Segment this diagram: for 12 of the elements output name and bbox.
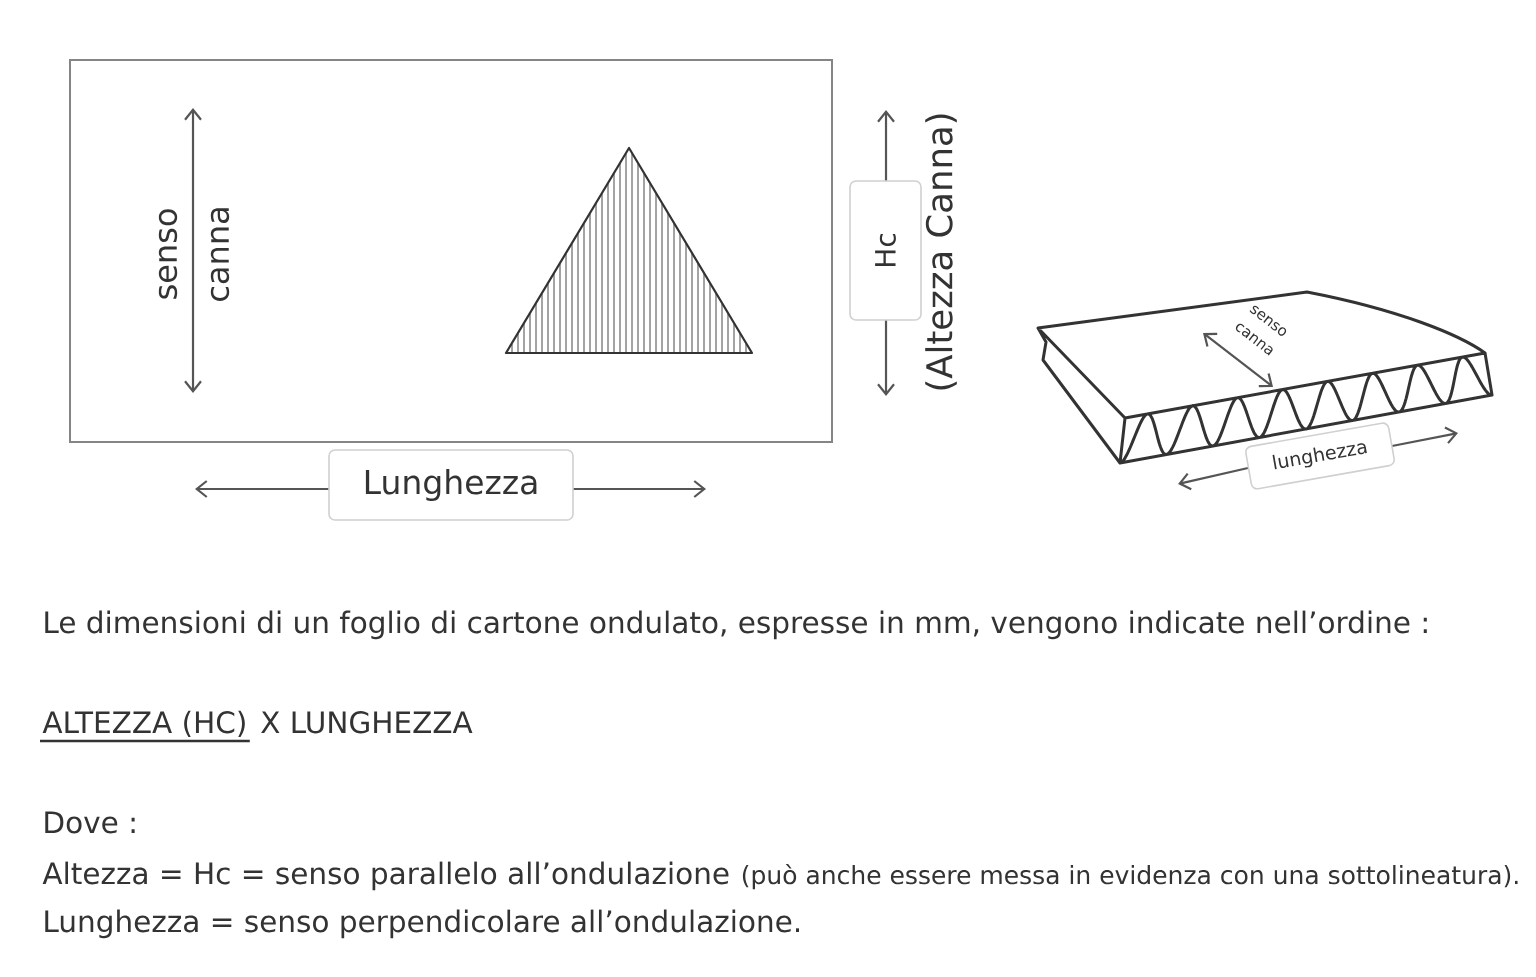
text-line: ALTEZZA (HC) <box>42 710 245 737</box>
note-text: (può anche essere messa in evidenza con una sottolineatura). <box>742 864 1518 890</box>
text-line: Lunghezza = senso perpendicolare all’ondulazione. <box>45 909 799 939</box>
text-line: X LUNGHEZZA <box>261 711 473 734</box>
text-line: Le dimensioni di un foglio di cartone ondulato, espresse in mm, vengono indicate nell’ordine : <box>45 610 1427 640</box>
label-box: lunghezza <box>1245 422 1395 490</box>
vertical-label: (Altezza Canna) <box>925 114 957 390</box>
label-box: Hc <box>849 180 922 321</box>
text-line: Dove : <box>45 811 135 834</box>
label-box: Lunghezza <box>328 449 574 521</box>
text-line: Altezza = Hc = senso parallelo all’ondulazione <box>42 861 729 891</box>
vertical-label: senso canna <box>158 208 230 301</box>
